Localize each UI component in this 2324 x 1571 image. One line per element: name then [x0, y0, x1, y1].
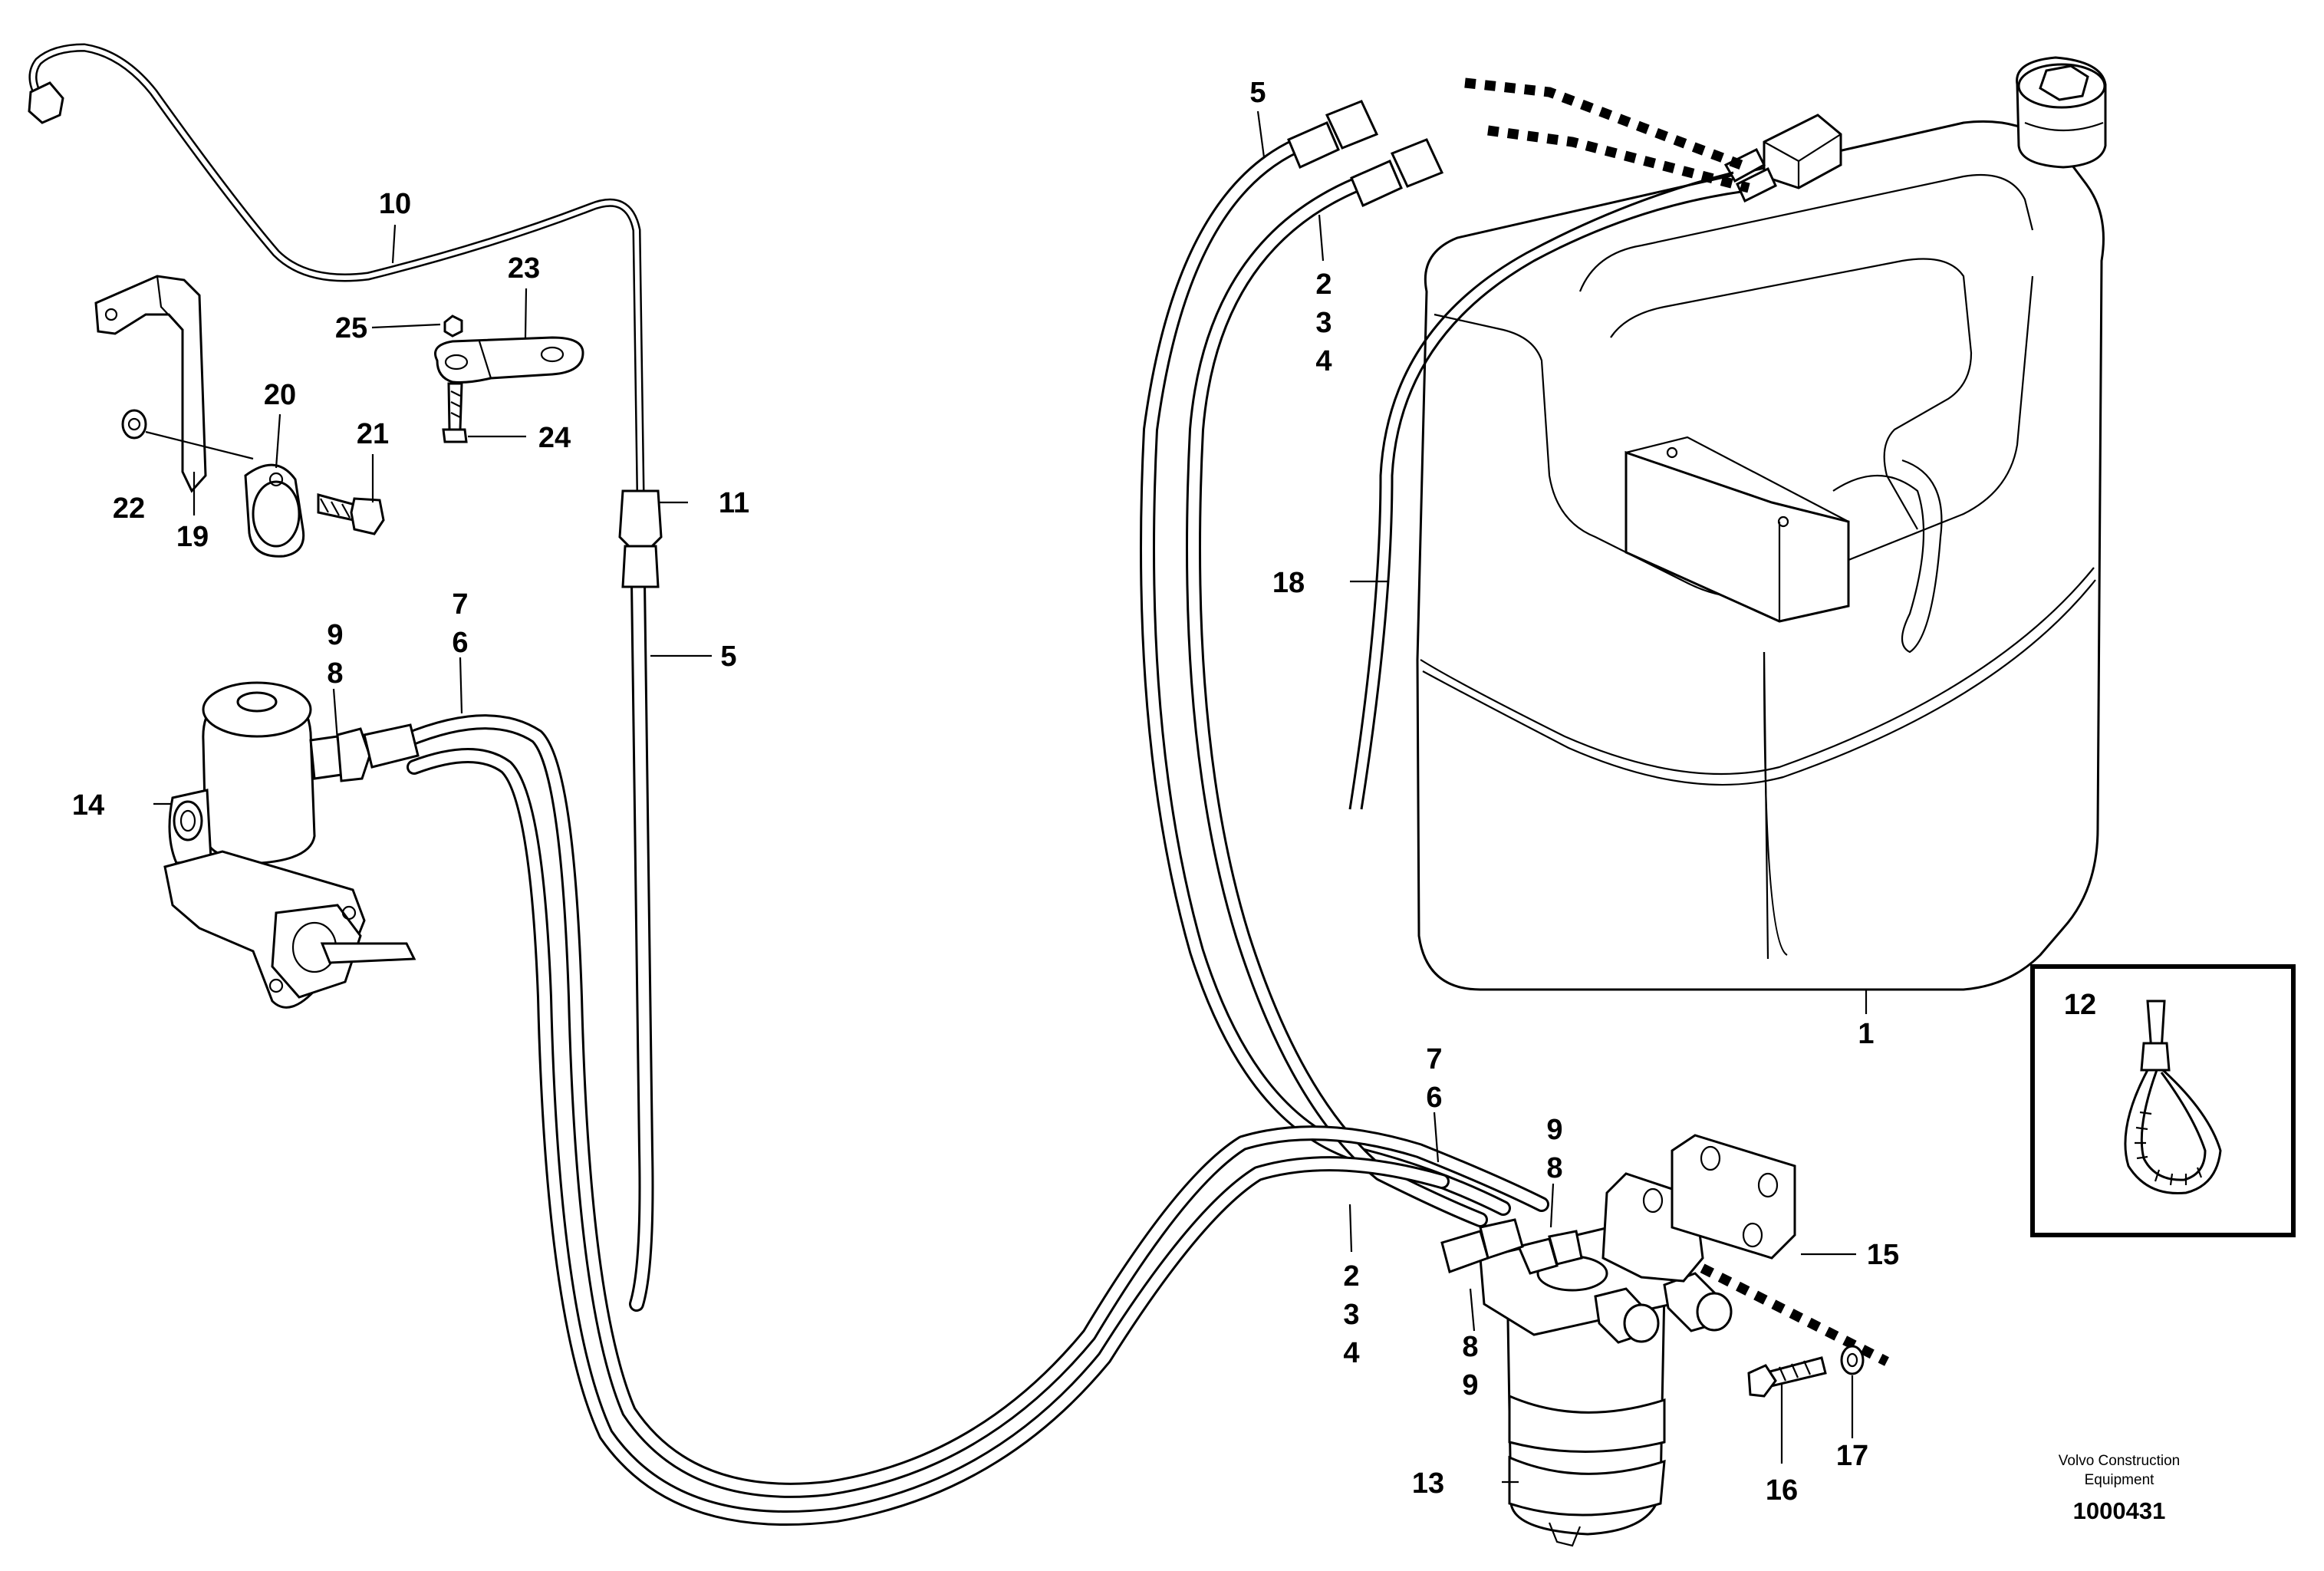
callout-8-lower: 8	[1462, 1331, 1478, 1363]
callout-14: 14	[72, 789, 104, 822]
bolt-16	[1747, 1356, 1827, 1398]
callout-23: 23	[508, 252, 540, 285]
callout-19: 19	[176, 521, 209, 553]
hose-fittings-tank	[1287, 100, 1444, 208]
callout-6-filter: 6	[1426, 1082, 1442, 1114]
filler-cap	[2016, 56, 2107, 169]
callout-20: 20	[264, 379, 296, 411]
callout-7-pump: 7	[452, 588, 468, 621]
credit-line-1: Volvo Construction	[2059, 1453, 2180, 1469]
callout-2-top: 2	[1315, 268, 1332, 301]
callout-9-lower: 9	[1462, 1369, 1478, 1401]
callout-12: 12	[2064, 989, 2096, 1021]
callout-2-bottom: 2	[1343, 1260, 1359, 1293]
nut-25	[443, 315, 463, 338]
credit-line-2: Equipment	[2085, 1472, 2155, 1488]
callout-labels: 1 12 13 14 15 16 17 18 19 20 21 22 23 24…	[72, 77, 2096, 1507]
sender-wire-18	[1348, 171, 1742, 810]
callout-24: 24	[538, 422, 571, 454]
drawing-footer: Volvo Construction Equipment 1000431	[2059, 1453, 2180, 1524]
feed-pump-14	[163, 681, 420, 1009]
callout-8-pump: 8	[327, 657, 343, 690]
bolt-21	[317, 493, 385, 535]
callout-3-top: 3	[1315, 307, 1332, 339]
fuel-filter-13	[1440, 1218, 1733, 1547]
callout-7-filter: 7	[1426, 1043, 1442, 1075]
cable-tie-inset	[2030, 964, 2296, 1237]
callout-17: 17	[1836, 1440, 1868, 1472]
callout-3-bottom: 3	[1343, 1299, 1359, 1331]
clamp-20	[244, 463, 305, 558]
callout-5-middle: 5	[720, 641, 736, 673]
callout-6-pump: 6	[452, 627, 468, 659]
bracket-19	[94, 275, 207, 493]
nut-22	[121, 409, 147, 440]
callout-4-top: 4	[1315, 345, 1332, 377]
callout-9-pump: 9	[327, 619, 343, 651]
callout-5-top: 5	[1249, 77, 1266, 109]
callout-1: 1	[1858, 1018, 1874, 1050]
leader-lines	[153, 110, 1868, 1484]
tank-sender-unit	[1723, 114, 1842, 203]
callout-10: 10	[379, 188, 411, 220]
callout-21: 21	[357, 418, 389, 450]
screw-24	[442, 382, 468, 443]
fuel-pipe-10	[28, 43, 663, 588]
callout-9-filter: 9	[1546, 1114, 1562, 1146]
fuel-tank	[1416, 56, 2107, 991]
callout-25: 25	[335, 312, 367, 344]
callout-22: 22	[113, 492, 145, 525]
callout-8-filter: 8	[1546, 1152, 1562, 1184]
callout-4-bottom: 4	[1343, 1337, 1359, 1369]
fuel-hoses	[399, 138, 1549, 1527]
callout-13: 13	[1412, 1467, 1444, 1500]
bracket-23	[434, 336, 584, 384]
washer-17	[1840, 1345, 1865, 1375]
callout-16: 16	[1766, 1474, 1798, 1507]
callout-11: 11	[719, 487, 749, 519]
callout-15: 15	[1867, 1239, 1899, 1271]
drawing-number: 1000431	[2073, 1497, 2166, 1524]
callout-18: 18	[1272, 567, 1305, 599]
filter-head-15	[1601, 1134, 1796, 1283]
